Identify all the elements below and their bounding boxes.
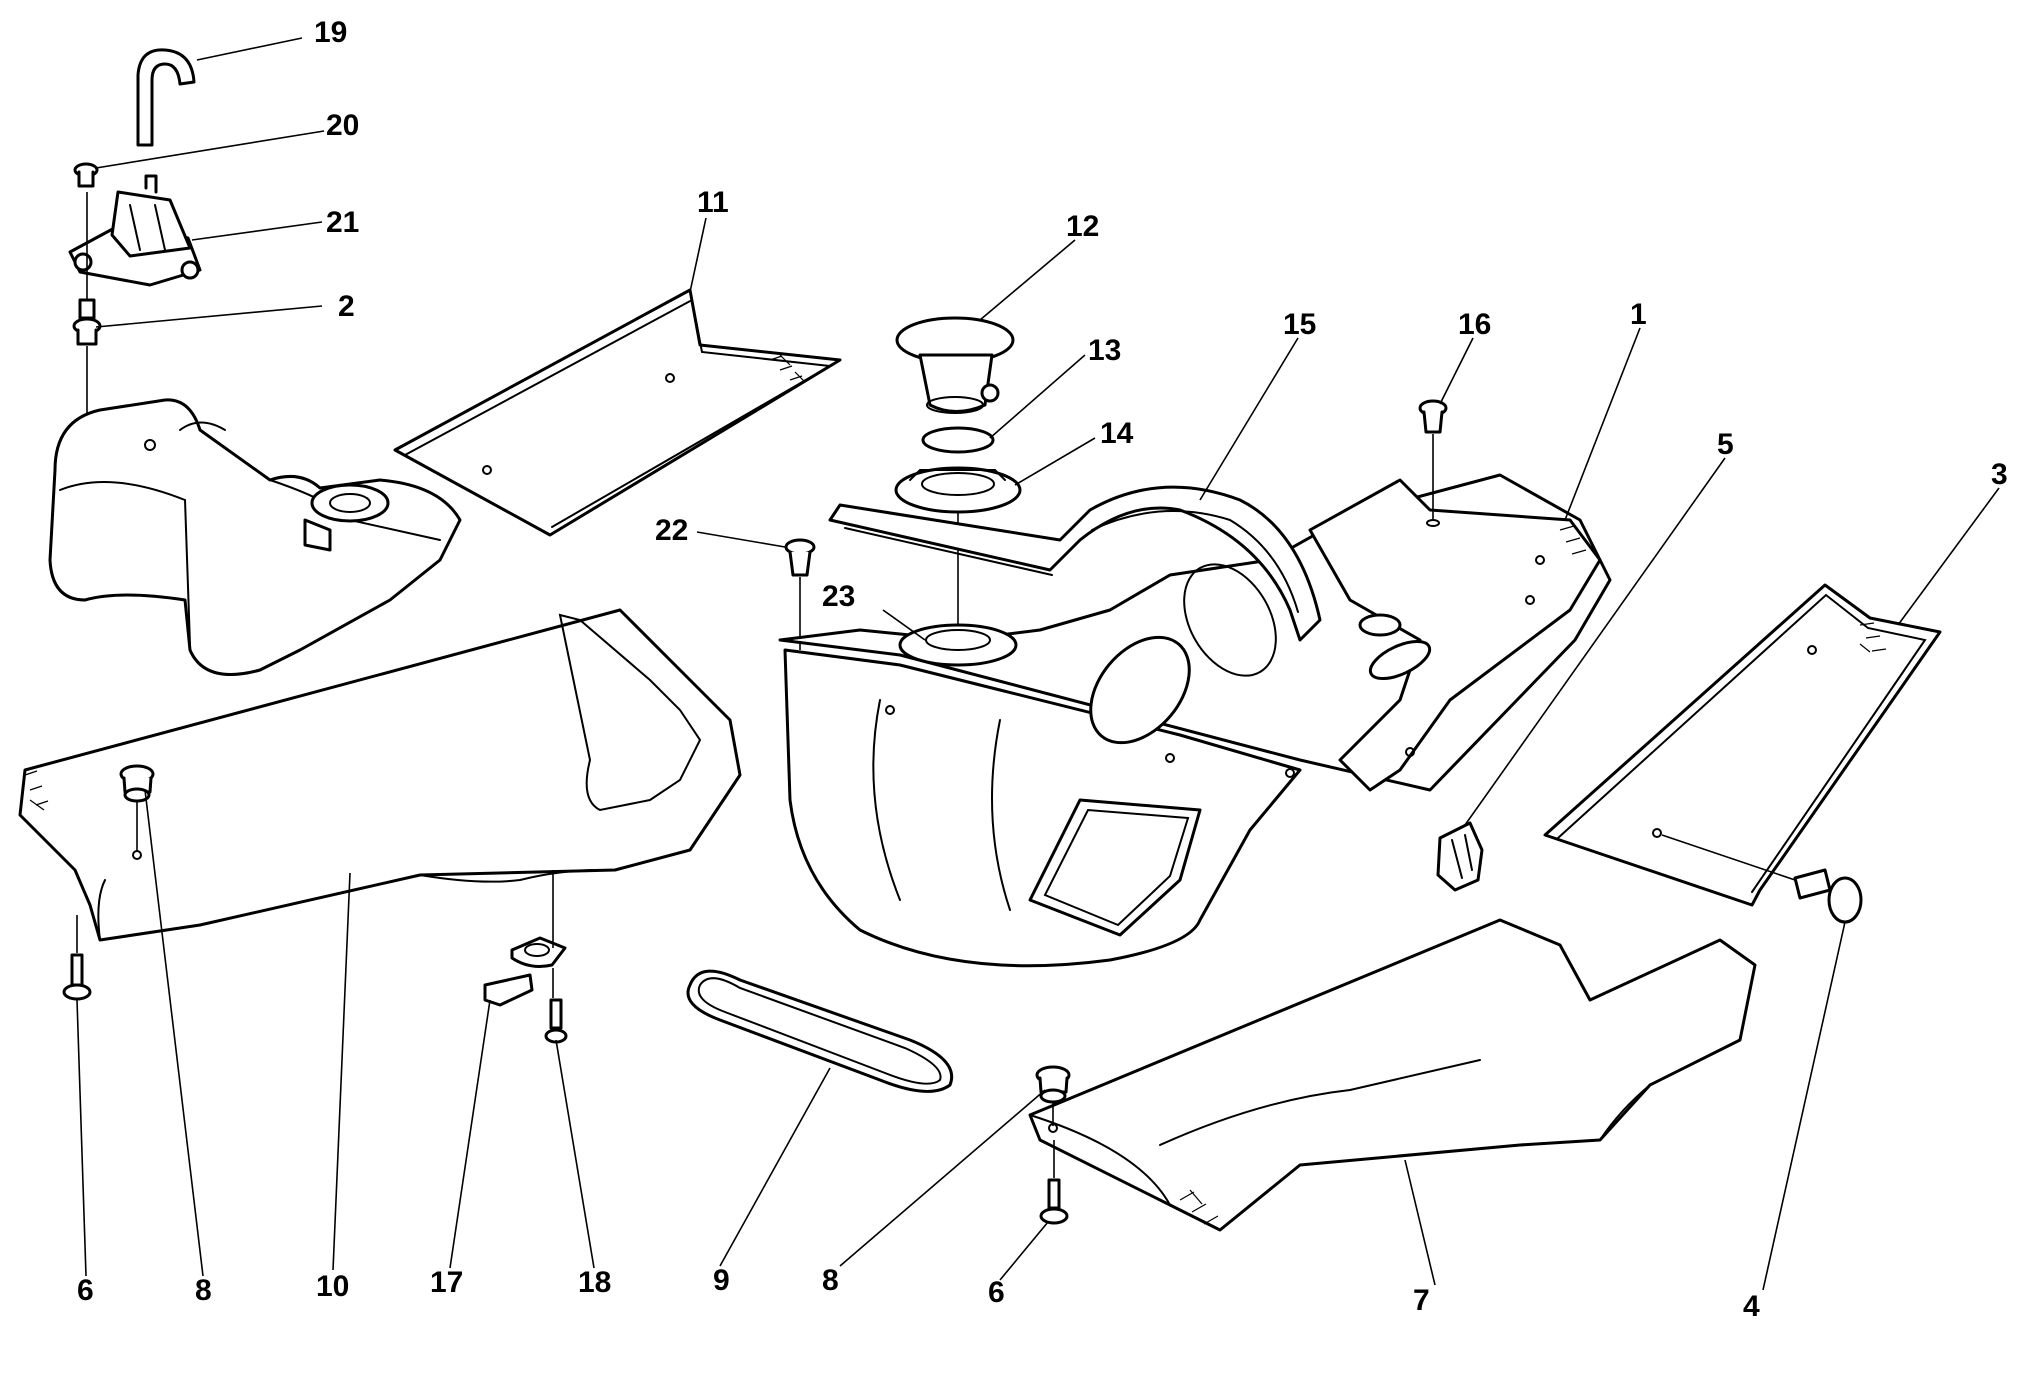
callout-1: 1 bbox=[1630, 298, 1647, 331]
part-8-grommet-left bbox=[119, 764, 155, 803]
callout-22: 22 bbox=[655, 514, 688, 547]
callout-4: 4 bbox=[1743, 1290, 1760, 1323]
callout-11: 11 bbox=[697, 186, 729, 219]
part-12-velocity-stack bbox=[895, 316, 1015, 414]
part-7-air-duct bbox=[1028, 918, 1757, 1232]
callout-17: 17 bbox=[430, 1266, 463, 1299]
part-16-screw bbox=[1418, 399, 1448, 434]
part-23-flange bbox=[898, 623, 1018, 667]
part-8-grommet-right bbox=[1035, 1065, 1071, 1104]
callout-23: 23 bbox=[822, 580, 855, 613]
callout-3: 3 bbox=[1991, 458, 2008, 491]
part-17-rubber-mount bbox=[483, 936, 567, 1007]
part-2-bolt bbox=[72, 298, 102, 346]
part-6-screw-right bbox=[1039, 1178, 1069, 1225]
part-22-screw bbox=[784, 538, 816, 577]
callout-14: 14 bbox=[1100, 417, 1134, 450]
callout-7: 7 bbox=[1413, 1284, 1430, 1317]
callout-2: 2 bbox=[338, 290, 355, 323]
callout-20: 20 bbox=[326, 109, 359, 142]
part-4-fastener bbox=[1793, 868, 1863, 924]
part-3-shield-panel bbox=[1543, 583, 1942, 907]
part-21-bracket bbox=[68, 174, 202, 287]
part-11-shield-panel bbox=[393, 288, 842, 537]
callout-6-left: 6 bbox=[77, 1274, 94, 1307]
callout-19: 19 bbox=[314, 16, 347, 49]
callout-8-right: 8 bbox=[822, 1264, 839, 1297]
part-6-screw-left bbox=[62, 953, 92, 1001]
part-19-hose bbox=[136, 48, 196, 147]
callout-12: 12 bbox=[1066, 210, 1099, 243]
callout-13: 13 bbox=[1088, 334, 1121, 367]
callout-6-right: 6 bbox=[988, 1276, 1005, 1309]
callout-8-left: 8 bbox=[195, 1274, 212, 1307]
callout-15: 15 bbox=[1283, 308, 1316, 341]
part-14-flange bbox=[894, 466, 1022, 514]
part-10-air-duct bbox=[18, 608, 742, 942]
callout-labels: 19 20 21 2 11 12 13 14 15 16 1 5 3 22 23… bbox=[77, 16, 2008, 1323]
callout-10: 10 bbox=[316, 1270, 349, 1303]
part-5-clip bbox=[1436, 821, 1484, 892]
part-1-airbox bbox=[778, 473, 1612, 968]
leader-lines bbox=[76, 37, 2000, 1291]
part-13-o-ring bbox=[921, 426, 995, 454]
part-upper-left-tank bbox=[48, 398, 462, 676]
callout-16: 16 bbox=[1458, 308, 1491, 341]
part-20-screw bbox=[73, 162, 99, 188]
callout-5: 5 bbox=[1717, 428, 1734, 461]
callout-9: 9 bbox=[713, 1264, 730, 1297]
callout-21: 21 bbox=[326, 206, 359, 239]
part-18-screw bbox=[544, 998, 568, 1044]
part-9-gasket bbox=[686, 969, 953, 1093]
callout-18: 18 bbox=[578, 1266, 611, 1299]
